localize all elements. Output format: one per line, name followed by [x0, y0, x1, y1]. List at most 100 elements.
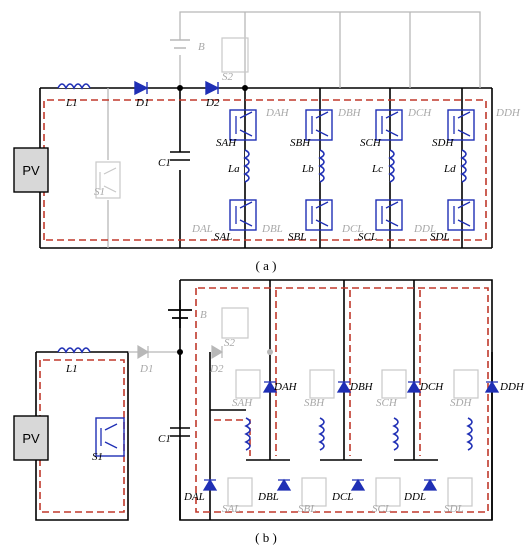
switch-sal: SAL [214, 199, 257, 243]
label-s1: S1 [92, 451, 103, 463]
switch-sdl: SDL [444, 477, 473, 515]
switch-s1: S1 [92, 417, 125, 463]
capacitor-c1: C1 [158, 151, 190, 169]
diode-dbl: DBL [257, 478, 292, 503]
inductor-ld: Ld [443, 149, 467, 183]
label-dch: DCH [419, 381, 444, 393]
caption-a: ( a ) [256, 258, 277, 273]
label-d1: D1 [139, 363, 153, 375]
inductor-lb: Lb [301, 149, 325, 183]
label-s1: S1 [94, 186, 105, 198]
panel-a [39, 11, 493, 249]
label-dah: DAH [265, 107, 290, 119]
diode-dbh: DBH [336, 380, 374, 393]
label-dal: DAL [191, 223, 213, 235]
label-ddl: DDL [403, 491, 426, 503]
label-sch: SCH [360, 137, 382, 149]
switch-sdl: SDL [430, 199, 475, 243]
label-dch: DCH [407, 107, 432, 119]
label-dbl: DBL [261, 223, 283, 235]
diode-dch: DCH [406, 380, 444, 393]
label-sdh: SDH [432, 137, 454, 149]
label-scl: SCL [358, 231, 377, 243]
label-sah: SAH [232, 397, 253, 409]
switch-sah: SAH [232, 369, 261, 409]
label-ddh: DDH [499, 381, 525, 393]
diode-ddh: DDH [484, 380, 525, 393]
inductor-lc: Lc [371, 149, 395, 183]
switch-sch: SCH [360, 109, 403, 149]
switch-scl: SCL [358, 199, 403, 243]
diode-d2: D2 [205, 80, 220, 109]
pv-source: PV [13, 147, 49, 193]
label-c1: C1 [158, 157, 171, 169]
label-d1: D1 [135, 97, 149, 109]
diode-dcl: DCL [331, 478, 366, 503]
label-sdl: SDL [444, 503, 464, 515]
label-dbl: DBL [257, 491, 279, 503]
label-sal: SAL [222, 503, 240, 515]
label-l1: L1 [65, 97, 78, 109]
node-dot [177, 349, 273, 355]
label-d2: D2 [205, 97, 220, 109]
switch-sal: SAL [222, 477, 253, 515]
label-sdl: SDL [430, 231, 450, 243]
label-sbh: SBH [290, 137, 311, 149]
diode-dah: DAH [262, 380, 298, 393]
switch-sdh: SDH [432, 109, 475, 149]
switch-sbh: SBH [304, 369, 335, 409]
capacitor-c1: C1 [158, 427, 190, 445]
label-c1: C1 [158, 433, 171, 445]
label-l1: L1 [65, 363, 78, 375]
label-sah: SAH [216, 137, 237, 149]
label-scl: SCL [372, 503, 391, 515]
label-b: B [200, 309, 207, 321]
label-lb: Lb [301, 163, 314, 175]
node-dot [177, 85, 248, 91]
inductor-lc [392, 417, 399, 451]
inductor-lb [318, 417, 325, 451]
switch-scl: SCL [372, 477, 401, 515]
switch-sbl: SBL [288, 199, 333, 243]
switch-sbh: SBH [290, 109, 333, 149]
switch-s1: S1 [94, 161, 121, 199]
switch-sbl: SBL [298, 477, 327, 515]
label-sbh: SBH [304, 397, 325, 409]
battery-b: B [168, 309, 207, 321]
label-dah: DAH [273, 381, 298, 393]
label-sbl: SBL [298, 503, 316, 515]
inductor-ld [466, 417, 473, 451]
diode-d1: D1 [137, 344, 153, 375]
diode-d1: D1 [134, 80, 149, 109]
pv-source: PV [13, 415, 49, 461]
label-ld: Ld [443, 163, 456, 175]
label-lc: Lc [371, 163, 383, 175]
diode-dal: DAL [183, 478, 218, 503]
label-dcl: DCL [341, 223, 363, 235]
inductor-la [244, 417, 251, 451]
caption-b: ( b ) [255, 530, 277, 545]
switch-sah: SAH [216, 109, 257, 149]
battery-b: B [170, 39, 205, 53]
label-d2: D2 [209, 363, 224, 375]
label-dcl: DCL [331, 491, 353, 503]
label-sdh: SDH [450, 397, 472, 409]
label-dal: DAL [183, 491, 205, 503]
label-dbh: DBH [349, 381, 374, 393]
label-sbl: SBL [288, 231, 306, 243]
pv-label: PV [22, 163, 40, 178]
label-sch: SCH [376, 397, 398, 409]
diode-ddl: DDL [403, 478, 438, 503]
switch-s2: S2 [221, 37, 249, 83]
diode-d2: D2 [209, 344, 224, 375]
label-ddh: DDH [495, 107, 521, 119]
switch-s2: S2 [221, 307, 249, 349]
label-ddl: DDL [413, 223, 436, 235]
switch-sdh: SDH [450, 369, 479, 409]
label-dbh: DBH [337, 107, 362, 119]
switch-sch: SCH [376, 369, 407, 409]
label-sal: SAL [214, 231, 232, 243]
inductor-la: La [227, 149, 250, 183]
panel-b [35, 279, 493, 521]
